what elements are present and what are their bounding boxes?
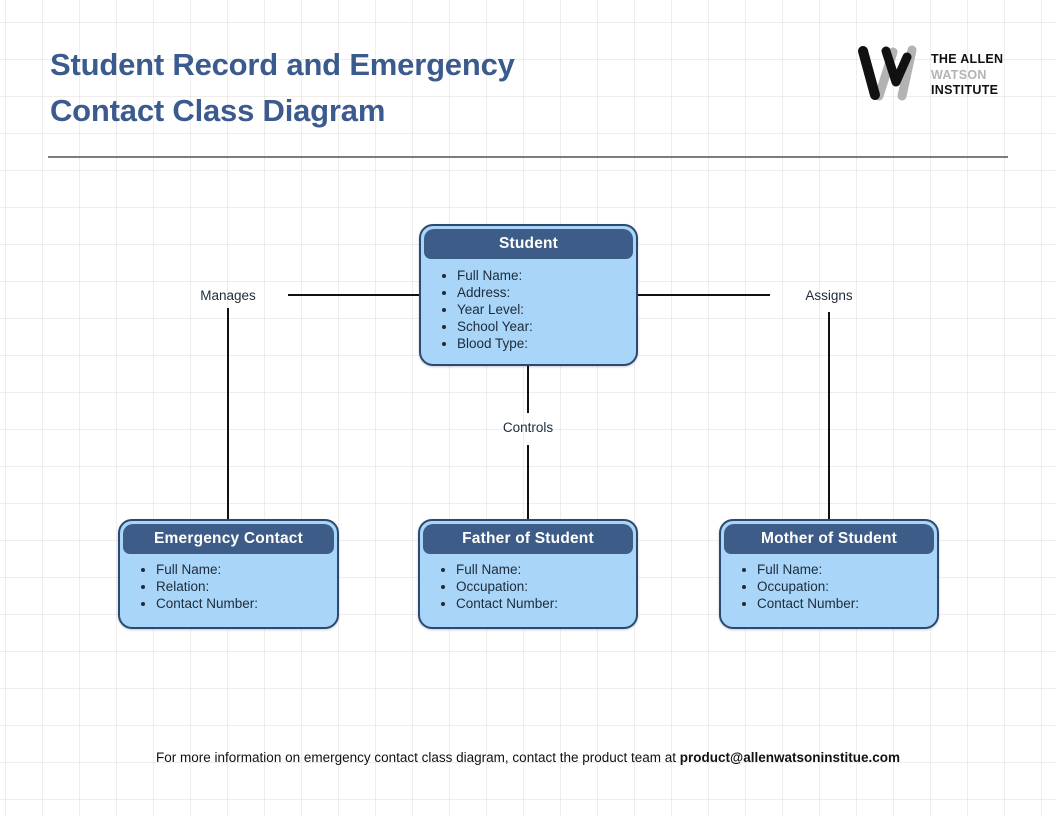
logo-wordmark: THE ALLEN WATSON INSTITUTE [931, 52, 1003, 99]
attribute-item: Full Name: [457, 267, 636, 284]
allen-watson-logo: THE ALLEN WATSON INSTITUTE [852, 44, 1003, 107]
logo-line-1: THE ALLEN [931, 52, 1004, 67]
attribute-item: Blood Type: [457, 335, 636, 352]
connector-manages-vertical [227, 308, 229, 519]
connector-manages-horizontal [288, 294, 419, 296]
relationship-label-controls: Controls [502, 420, 554, 435]
footer-email: product@allenwatsoninstitue.com [679, 750, 900, 765]
page-title-line-2: Contact Class Diagram [50, 93, 386, 128]
connector-assigns-horizontal [638, 294, 770, 296]
class-box-emergency-contact: Emergency Contact Full Name: Relation: C… [118, 519, 339, 629]
connector-controls-top [527, 366, 529, 413]
attribute-item: School Year: [457, 318, 636, 335]
class-title-student: Student [424, 229, 633, 259]
attribute-item: Full Name: [456, 561, 636, 578]
attribute-item: Address: [457, 284, 636, 301]
attribute-item: Contact Number: [456, 595, 636, 612]
attribute-item: Relation: [156, 578, 337, 595]
class-title-emergency-contact: Emergency Contact [123, 524, 334, 554]
header-divider [48, 156, 1008, 158]
attribute-item: Full Name: [757, 561, 937, 578]
attribute-item: Contact Number: [156, 595, 337, 612]
footer-note: For more information on emergency contac… [0, 750, 1056, 765]
w-monogram-icon [852, 44, 924, 107]
class-title-father-of-student: Father of Student [423, 524, 633, 554]
attribute-list-emergency-contact: Full Name: Relation: Contact Number: [120, 561, 337, 612]
attribute-item: Full Name: [156, 561, 337, 578]
class-title-mother-of-student: Mother of Student [724, 524, 934, 554]
relationship-label-assigns: Assigns [805, 288, 853, 303]
class-box-mother-of-student: Mother of Student Full Name: Occupation:… [719, 519, 939, 629]
page-title-line-1: Student Record and Emergency [50, 47, 515, 82]
attribute-item: Year Level: [457, 301, 636, 318]
attribute-list-mother-of-student: Full Name: Occupation: Contact Number: [721, 561, 937, 612]
class-box-father-of-student: Father of Student Full Name: Occupation:… [418, 519, 638, 629]
page-title: Student Record and Emergency Contact Cla… [50, 42, 690, 134]
connector-assigns-vertical [828, 312, 830, 519]
attribute-item: Occupation: [757, 578, 937, 595]
relationship-label-manages: Manages [200, 288, 256, 303]
attribute-item: Occupation: [456, 578, 636, 595]
connector-controls-bottom [527, 445, 529, 519]
class-box-student: Student Full Name: Address: Year Level: … [419, 224, 638, 366]
logo-line-2: WATSON [931, 67, 987, 82]
logo-line-3: INSTITUTE [931, 83, 999, 98]
footer-text: For more information on emergency contac… [156, 750, 680, 765]
attribute-list-father-of-student: Full Name: Occupation: Contact Number: [420, 561, 636, 612]
attribute-item: Contact Number: [757, 595, 937, 612]
attribute-list-student: Full Name: Address: Year Level: School Y… [421, 267, 636, 352]
